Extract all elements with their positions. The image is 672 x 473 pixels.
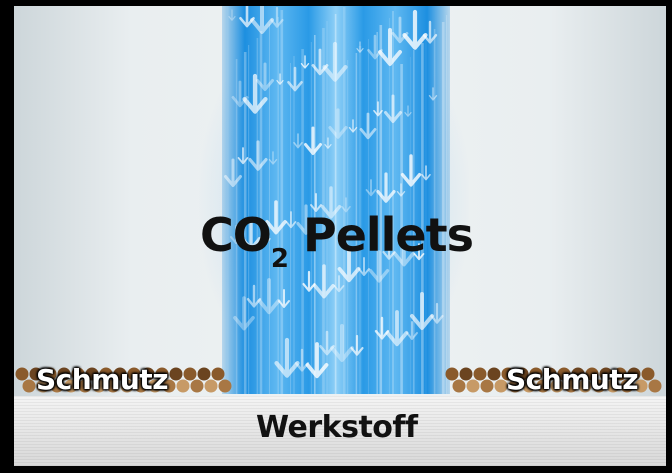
dirt-particles-right [445, 367, 662, 393]
arrow-down-icon [224, 6, 448, 394]
co2-label-rest: Pellets [287, 208, 474, 262]
dirt-label-right: Schmutz [506, 363, 639, 396]
co2-label-subscript: 2 [270, 244, 289, 274]
co2-pellet-stream [222, 6, 450, 394]
dirt-label-left: Schmutz [36, 363, 169, 396]
workpiece-surface [14, 396, 666, 466]
co2-label-main: CO [200, 208, 272, 262]
co2-pellets-label: CO2 Pellets [200, 212, 474, 272]
dirt-particles-left [15, 367, 232, 393]
surface-label: Werkstoff [256, 410, 418, 445]
